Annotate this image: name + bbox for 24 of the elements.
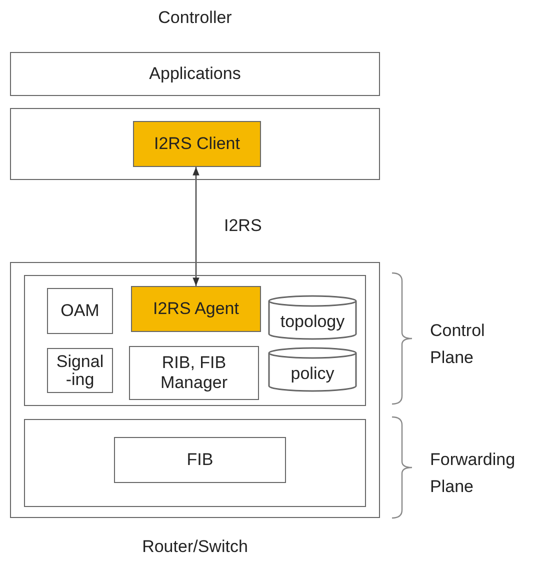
component-box	[10, 52, 380, 96]
container-box	[10, 108, 380, 180]
container-box	[24, 419, 366, 507]
component-box	[114, 437, 286, 483]
node-label: RIB, FIB Manager	[159, 353, 229, 393]
node-label: topology	[280, 312, 345, 332]
highlighted-box	[131, 286, 261, 332]
component-box	[47, 288, 113, 334]
component-box	[47, 348, 113, 393]
component-box	[129, 346, 259, 400]
node-label: OAM	[60, 301, 100, 321]
highlighted-box	[133, 121, 261, 167]
container-box	[24, 275, 366, 406]
heading-label: Controller	[157, 8, 233, 28]
node-label: I2RS Client	[154, 134, 240, 154]
node-label: FIB	[186, 450, 214, 470]
plane-label: Forwarding Plane	[430, 448, 516, 498]
plane-label: Control Plane	[430, 320, 486, 369]
node-label: policy	[290, 364, 334, 384]
node-label: I2RS Agent	[152, 299, 239, 319]
node-label: Router/Switch	[141, 537, 249, 557]
node-label: Signal -ing	[55, 352, 105, 388]
node-label: Applications	[149, 64, 241, 84]
double-arrow	[192, 167, 200, 286]
